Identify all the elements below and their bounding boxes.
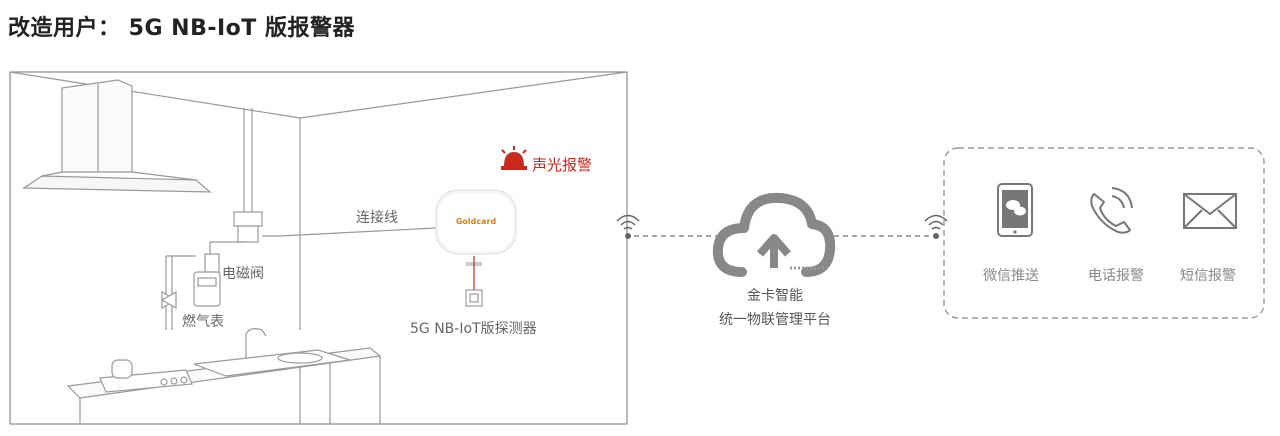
gas-pipe-illustration [160,108,280,330]
solenoid-valve-label: 电磁阀 [222,266,264,282]
wifi-signal-icon [616,214,640,239]
connect-line-label: 连接线 [356,210,398,226]
range-hood-illustration [22,79,212,193]
notification-group [943,147,1265,319]
phone-call-icon [1090,187,1133,234]
alarm-light-icon [501,146,527,170]
wechat-phone-icon [997,183,1033,237]
gas-meter-label: 燃气表 [182,314,224,330]
sms-alarm-label: 短信报警 [1180,268,1236,284]
kitchen-scene [9,71,628,425]
page-title: 改造用户： 5G NB-IoT 版报警器 [8,16,355,41]
connection-line [279,227,437,237]
cloud-upload-icon [712,192,836,277]
platform-label: 金卡智能 统一物联管理平台 [690,284,860,332]
gas-meter-illustration [193,271,221,307]
wechat-push-label: 微信推送 [983,268,1039,284]
detector-label: 5G NB-IoT版探测器 [410,321,537,337]
detector-device [435,189,517,307]
envelope-icon [1183,193,1237,229]
alarm-label: 声光报警 [532,156,593,174]
counter-illustration [66,328,382,424]
platform-subtitle: 统一物联管理平台 [719,312,831,328]
solenoid-valve-illustration [204,253,220,275]
wifi-signal-icon [924,214,948,239]
phone-alarm-label: 电话报警 [1088,268,1144,284]
brand-logo: Goldcard [456,217,497,226]
platform-name: 金卡智能 [747,288,803,304]
